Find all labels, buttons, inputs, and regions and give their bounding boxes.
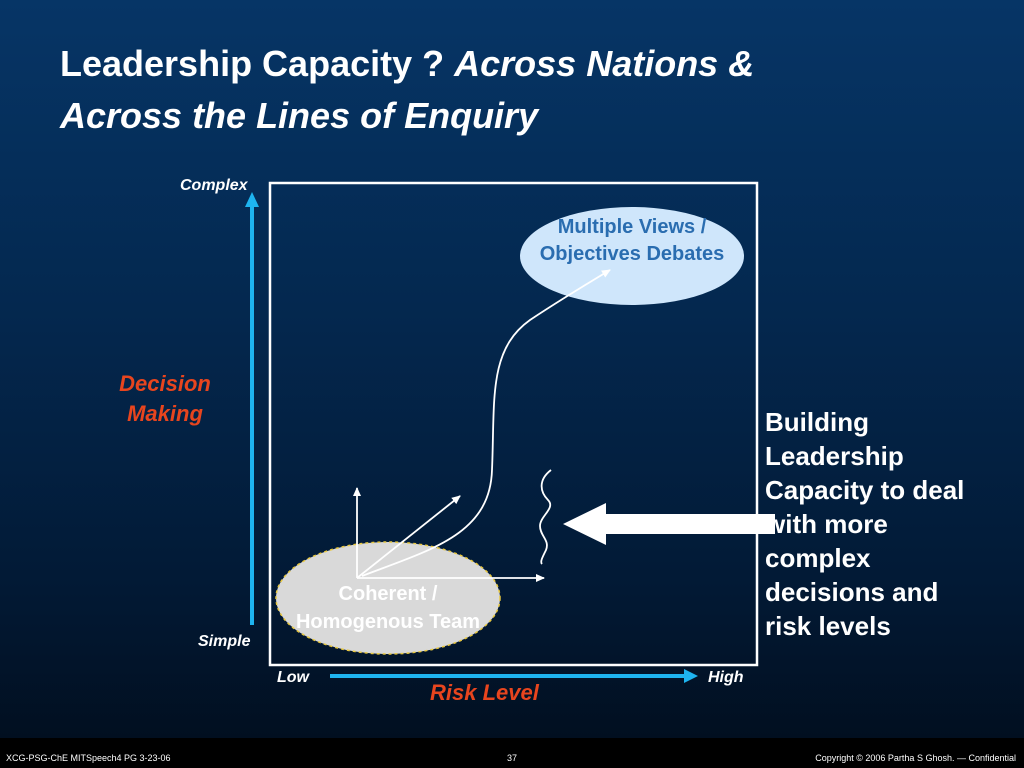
y-axis-arrow [245,192,259,625]
bottom-oval [275,541,501,655]
bottom-oval-line2: Homogenous Team [295,611,481,633]
y-axis-title: Decision Making [110,369,220,429]
y-axis-top-label: Complex [180,177,248,194]
y-axis-bottom-label: Simple [198,633,251,650]
side-text-line: Building [765,407,869,437]
side-text-line: complex [765,543,871,573]
side-text-line: Capacity to deal [765,475,965,505]
slide-footer: XCG-PSG-ChE MITSpeech4 PG 3-23-06 37 Cop… [0,738,1024,768]
top-oval-label: Multiple Views / Objectives Debates [520,214,744,268]
x-axis-title: Risk Level [430,680,539,705]
footer-left-text: XCG-PSG-ChE MITSpeech4 PG 3-23-06 [6,753,171,763]
plot-frame [268,181,759,667]
dimension-arrows [353,487,545,582]
side-callout-text: Building Leadership Capacity to deal wit… [765,405,1015,643]
footer-page-number: 37 [507,753,518,763]
top-oval [520,207,744,305]
title-line-2: Across the Lines of Enquiry [60,95,539,136]
block-arrow-left [563,503,775,545]
diagonal-vector-arrow [356,495,461,579]
bottom-oval-line1: Coherent / [338,583,438,605]
side-text-line: Leadership [765,441,904,471]
title-plain: Leadership Capacity ? [60,43,455,84]
title-italic-1: Across Nations & [454,43,755,84]
title-line-1: Leadership Capacity ? Across Nations & [60,38,980,90]
y-axis-title-line2: Making [127,401,203,426]
top-oval-line2: Objectives Debates [539,243,725,265]
bottom-oval-label: Coherent / Homogenous Team [276,580,500,636]
squiggle-line [539,469,552,565]
x-axis-right-label: High [708,669,744,686]
x-axis-left-label: Low [277,669,309,686]
footer-copyright: Copyright © 2006 Partha S Ghosh. — Confi… [815,753,1016,763]
x-axis-arrow [330,669,698,683]
side-text-line: with more [765,509,888,539]
side-text-line: risk levels [765,611,891,641]
side-text-line: decisions and [765,577,939,607]
top-oval-line1: Multiple Views / [557,216,707,238]
growth-curve-arrow [361,269,611,577]
slide-title: Leadership Capacity ? Across Nations & A… [60,38,980,142]
y-axis-title-line1: Decision [119,371,211,396]
